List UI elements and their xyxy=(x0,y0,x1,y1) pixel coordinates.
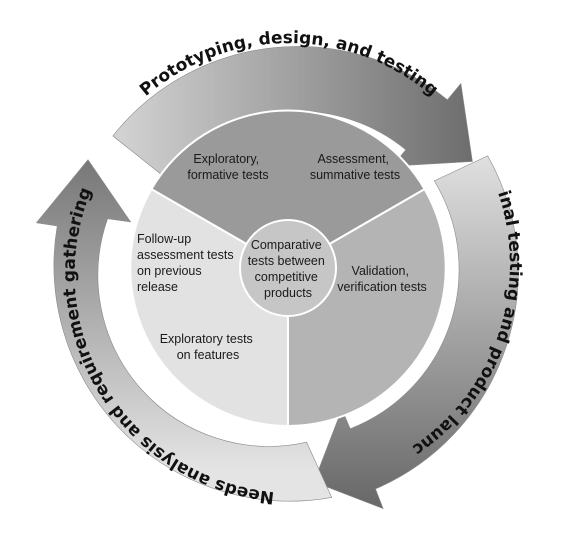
segment-label-validation-verification: Validation, verification tests xyxy=(337,264,427,294)
pie-segment-top xyxy=(150,109,426,270)
arrow-left xyxy=(35,159,333,502)
segment-label-exploratory-formative: Exploratory, formative tests xyxy=(187,152,268,182)
arrow-right xyxy=(313,155,519,510)
segment-label-exploratory-features: Exploratory tests on features xyxy=(160,332,257,362)
center-label-comparative: Comparative tests between competitive pr… xyxy=(248,238,329,300)
segment-label-follow-up: Follow-up assessment tests on previous r… xyxy=(137,232,237,294)
segment-label-assessment-summative: Assessment, summative tests xyxy=(310,152,400,182)
center-circle xyxy=(239,219,337,317)
